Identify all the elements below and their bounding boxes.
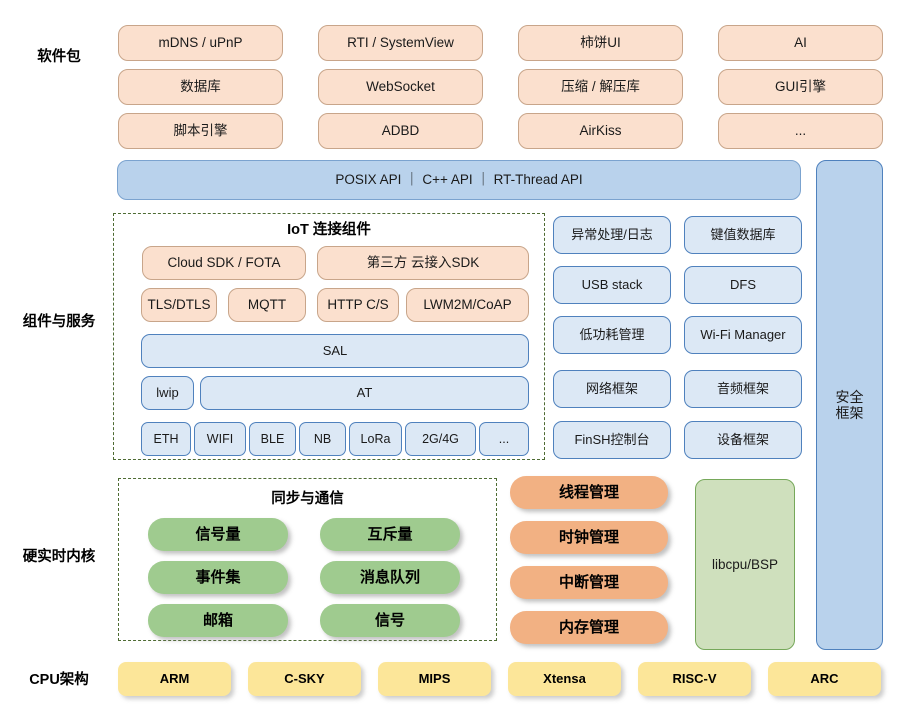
package-compression[interactable]: 压缩 / 解压库 bbox=[518, 69, 683, 105]
iot-group-title: IoT 连接组件 bbox=[287, 222, 371, 238]
iot-lwm2m-coap[interactable]: LWM2M/CoAP bbox=[406, 288, 529, 322]
package-gui-engine[interactable]: GUI引擎 bbox=[718, 69, 883, 105]
cpu-arch-risc-v[interactable]: RISC-V bbox=[638, 662, 751, 696]
libcpu-bsp-column: libcpu/BSP bbox=[695, 479, 795, 650]
service-key-value-database[interactable]: 键值数据库 bbox=[684, 216, 802, 254]
row-label-components: 组件与服务 bbox=[22, 313, 96, 330]
package-mdns-upnp[interactable]: mDNS / uPnP bbox=[118, 25, 283, 61]
package-database[interactable]: 数据库 bbox=[118, 69, 283, 105]
iot-cloud-sdk-fota[interactable]: Cloud SDK / FOTA bbox=[142, 246, 306, 280]
cpu-arch-c-sky[interactable]: C-SKY bbox=[248, 662, 361, 696]
service-dfs[interactable]: DFS bbox=[684, 266, 802, 304]
package-more[interactable]: ... bbox=[718, 113, 883, 149]
kernel-mailbox[interactable]: 邮箱 bbox=[148, 604, 288, 637]
package-ai[interactable]: AI bbox=[718, 25, 883, 61]
cpu-arch-xtensa[interactable]: Xtensa bbox=[508, 662, 621, 696]
iot-mqtt[interactable]: MQTT bbox=[228, 288, 306, 322]
api-bar: POSIX API ｜ C++ API ｜ RT-Thread API bbox=[117, 160, 801, 200]
package-persimmon-ui[interactable]: 柿饼UI bbox=[518, 25, 683, 61]
cpu-arch-arm[interactable]: ARM bbox=[118, 662, 231, 696]
service-usb-stack[interactable]: USB stack bbox=[553, 266, 671, 304]
kernel-message-queue[interactable]: 消息队列 bbox=[320, 561, 460, 594]
kernel-sync-group-frame bbox=[118, 478, 497, 641]
package-rti-systemview[interactable]: RTI / SystemView bbox=[318, 25, 483, 61]
iot-link-more[interactable]: ... bbox=[479, 422, 529, 456]
cpu-arch-mips[interactable]: MIPS bbox=[378, 662, 491, 696]
service-device-framework[interactable]: 设备框架 bbox=[684, 421, 802, 459]
iot-link-2g-4g[interactable]: 2G/4G bbox=[405, 422, 476, 456]
iot-link-nb[interactable]: NB bbox=[299, 422, 346, 456]
iot-group-frame bbox=[113, 213, 545, 460]
row-label-cpu: CPU架构 bbox=[29, 671, 89, 688]
service-audio-framework[interactable]: 音频框架 bbox=[684, 370, 802, 408]
iot-third-party-cloud-sdk[interactable]: 第三方 云接入SDK bbox=[317, 246, 529, 280]
security-framework-column: 安全 框架 bbox=[816, 160, 883, 650]
iot-link-wifi[interactable]: WIFI bbox=[194, 422, 246, 456]
kernel-interrupt-management[interactable]: 中断管理 bbox=[510, 566, 668, 599]
iot-sal[interactable]: SAL bbox=[141, 334, 529, 368]
row-label-kernel: 硬实时内核 bbox=[22, 548, 96, 565]
kernel-semaphore[interactable]: 信号量 bbox=[148, 518, 288, 551]
package-adbd[interactable]: ADBD bbox=[318, 113, 483, 149]
kernel-sync-group-title: 同步与通信 bbox=[271, 491, 344, 507]
kernel-event-set[interactable]: 事件集 bbox=[148, 561, 288, 594]
iot-http-cs[interactable]: HTTP C/S bbox=[317, 288, 399, 322]
iot-tls-dtls[interactable]: TLS/DTLS bbox=[141, 288, 217, 322]
package-websocket[interactable]: WebSocket bbox=[318, 69, 483, 105]
service-finsh-console[interactable]: FinSH控制台 bbox=[553, 421, 671, 459]
service-wifi-manager[interactable]: Wi-Fi Manager bbox=[684, 316, 802, 354]
iot-lwip[interactable]: lwip bbox=[141, 376, 194, 410]
kernel-mutex[interactable]: 互斥量 bbox=[320, 518, 460, 551]
kernel-memory-management[interactable]: 内存管理 bbox=[510, 611, 668, 644]
package-airkiss[interactable]: AirKiss bbox=[518, 113, 683, 149]
cpu-arch-arc[interactable]: ARC bbox=[768, 662, 881, 696]
kernel-signal[interactable]: 信号 bbox=[320, 604, 460, 637]
iot-link-eth[interactable]: ETH bbox=[141, 422, 191, 456]
service-low-power-management[interactable]: 低功耗管理 bbox=[553, 316, 671, 354]
iot-link-lora[interactable]: LoRa bbox=[349, 422, 402, 456]
iot-at[interactable]: AT bbox=[200, 376, 529, 410]
service-network-framework[interactable]: 网络框架 bbox=[553, 370, 671, 408]
row-label-packages: 软件包 bbox=[37, 48, 81, 65]
service-exception-log[interactable]: 异常处理/日志 bbox=[553, 216, 671, 254]
iot-link-ble[interactable]: BLE bbox=[249, 422, 296, 456]
package-script-engine[interactable]: 脚本引擎 bbox=[118, 113, 283, 149]
kernel-clock-management[interactable]: 时钟管理 bbox=[510, 521, 668, 554]
kernel-thread-management[interactable]: 线程管理 bbox=[510, 476, 668, 509]
